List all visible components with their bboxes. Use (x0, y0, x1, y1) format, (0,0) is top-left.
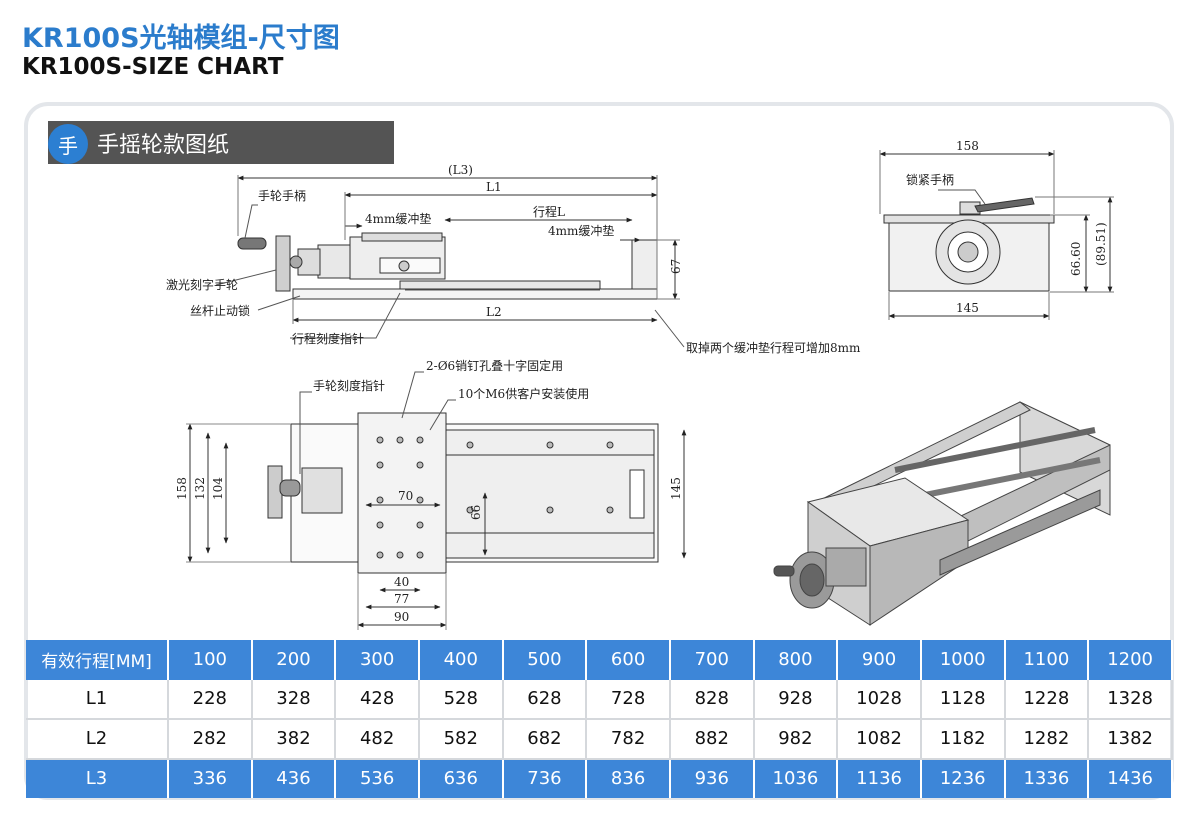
table-cell: 636 (418, 758, 504, 798)
section-badge: 手 (48, 124, 88, 164)
table-row-label: L1 (26, 679, 169, 720)
table-header-cell: 700 (669, 640, 755, 680)
dim-145-side: 145 (669, 477, 683, 500)
table-cell: 782 (586, 719, 671, 760)
label-laser-handwheel: 激光刻字手轮 (166, 277, 238, 292)
dim-145-bottom: 145 (956, 301, 979, 315)
page-subtitle: KR100S-SIZE CHART (22, 54, 284, 80)
dim-70: 70 (398, 489, 413, 503)
table-cell: 628 (502, 679, 588, 720)
table-cell: 1136 (837, 758, 922, 798)
dim-stroke: 行程L (533, 204, 565, 219)
table-header-cell: 1100 (1004, 640, 1090, 680)
label-handwheel-handle: 手轮手柄 (258, 189, 306, 203)
table-cell: 928 (753, 679, 839, 720)
table-cell: 1436 (1088, 758, 1173, 798)
table-row: L2 282 382 482 582 682 782 882 982 1082 … (26, 719, 1173, 760)
label-stroke-pointer: 行程刻度指针 (292, 331, 364, 346)
label-remove-buffers: 取掉两个缓冲垫行程可增加8mm (686, 340, 861, 355)
table-cell: 1336 (1004, 758, 1090, 798)
table-cell: 382 (251, 719, 337, 760)
label-lock-handle: 锁紧手柄 (906, 172, 954, 187)
dim-158-side: 158 (175, 477, 189, 500)
dim-89-51: (89.51) (1094, 222, 1108, 266)
table-cell: 736 (502, 758, 588, 798)
table-cell: 1028 (837, 679, 922, 720)
table-row: L1 228 328 428 528 628 728 828 928 1028 … (26, 679, 1173, 720)
table-cell: 836 (586, 758, 671, 798)
table-cell: 228 (168, 679, 253, 720)
label-m6-holes: 10个M6供客户安装使用 (458, 386, 589, 401)
table-header-cell: 200 (251, 640, 337, 680)
dim-77: 77 (394, 592, 409, 606)
table-cell: 528 (418, 679, 504, 720)
table-cell: 682 (502, 719, 588, 760)
table-header-cell: 1200 (1088, 640, 1173, 680)
dim-height-67: 67 (669, 259, 683, 274)
dim-158-top: 158 (956, 139, 979, 153)
table-header-cell: 100 (168, 640, 253, 680)
table-cell: 436 (251, 758, 337, 798)
end-view-labels: 158 145 锁紧手柄 66.60 (89.51) (906, 139, 1108, 315)
dim-132: 132 (193, 477, 207, 500)
dim-l3: (L3) (448, 163, 473, 177)
table-cell: 728 (586, 679, 671, 720)
table-cell: 336 (168, 758, 253, 798)
page-title: KR100S光轴模组-尺寸图 (22, 23, 340, 54)
table-header-cell: 900 (837, 640, 922, 680)
table-cell: 1382 (1088, 719, 1173, 760)
table-cell: 1082 (837, 719, 922, 760)
table-row: L3 336 436 536 636 736 836 936 1036 1136… (26, 758, 1173, 798)
table-cell: 1228 (1004, 679, 1090, 720)
dim-40: 40 (394, 575, 409, 589)
dim-66-60: 66.60 (1069, 242, 1083, 276)
table-cell: 1128 (920, 679, 1006, 720)
dim-l2: L2 (486, 305, 502, 319)
table-cell: 282 (168, 719, 253, 760)
section-header-band (48, 121, 394, 164)
dim-l1: L1 (486, 180, 502, 194)
table-cell: 482 (335, 719, 420, 760)
table-cell: 1236 (920, 758, 1006, 798)
table-cell: 1328 (1088, 679, 1173, 720)
side-view-labels: (L3) L1 L2 行程L 4mm缓冲垫 4mm缓冲垫 手轮手柄 激光刻字手轮… (166, 163, 861, 355)
table-cell: 1282 (1004, 719, 1090, 760)
table-cell: 936 (669, 758, 755, 798)
table-cell: 828 (669, 679, 755, 720)
table-cell: 328 (251, 679, 337, 720)
label-handwheel-pointer: 手轮刻度指针 (313, 378, 385, 393)
table-cell: 536 (335, 758, 420, 798)
label-screw-lock: 丝杆止动锁 (190, 303, 250, 318)
label-buffer-left: 4mm缓冲垫 (365, 211, 431, 226)
table-header-cell: 800 (753, 640, 839, 680)
label-pin-holes: 2-Ø6销钉孔叠十字固定用 (426, 358, 563, 373)
top-view-labels: 2-Ø6销钉孔叠十字固定用 10个M6供客户安装使用 手轮刻度指针 158 13… (175, 358, 683, 624)
table-cell: 1182 (920, 719, 1006, 760)
table-header-row: 有效行程[MM] 100 200 300 400 500 600 700 800… (26, 640, 1173, 680)
table-header-cell: 500 (502, 640, 588, 680)
table-header-cell: 600 (586, 640, 671, 680)
section-title: 手摇轮款图纸 (97, 133, 230, 158)
table-cell: 582 (418, 719, 504, 760)
side-view (215, 175, 685, 348)
table-cell: 882 (669, 719, 755, 760)
table-header-label: 有效行程[MM] (26, 640, 169, 680)
dim-90: 90 (394, 610, 409, 624)
table-header-cell: 300 (335, 640, 420, 680)
table-header-cell: 400 (418, 640, 504, 680)
table-cell: 1036 (753, 758, 839, 798)
table-row-label: L2 (26, 719, 169, 760)
table-row-label: L3 (26, 758, 169, 798)
dim-104: 104 (211, 477, 225, 500)
end-view (879, 150, 1114, 320)
table-cell: 982 (753, 719, 839, 760)
table-cell: 428 (335, 679, 420, 720)
table-header-cell: 1000 (920, 640, 1006, 680)
label-buffer-right: 4mm缓冲垫 (548, 223, 614, 238)
top-view (186, 371, 687, 630)
isometric-render (773, 401, 1111, 626)
spec-table: 有效行程[MM] 100 200 300 400 500 600 700 800… (26, 640, 1173, 798)
dim-66: 66 (469, 505, 483, 520)
